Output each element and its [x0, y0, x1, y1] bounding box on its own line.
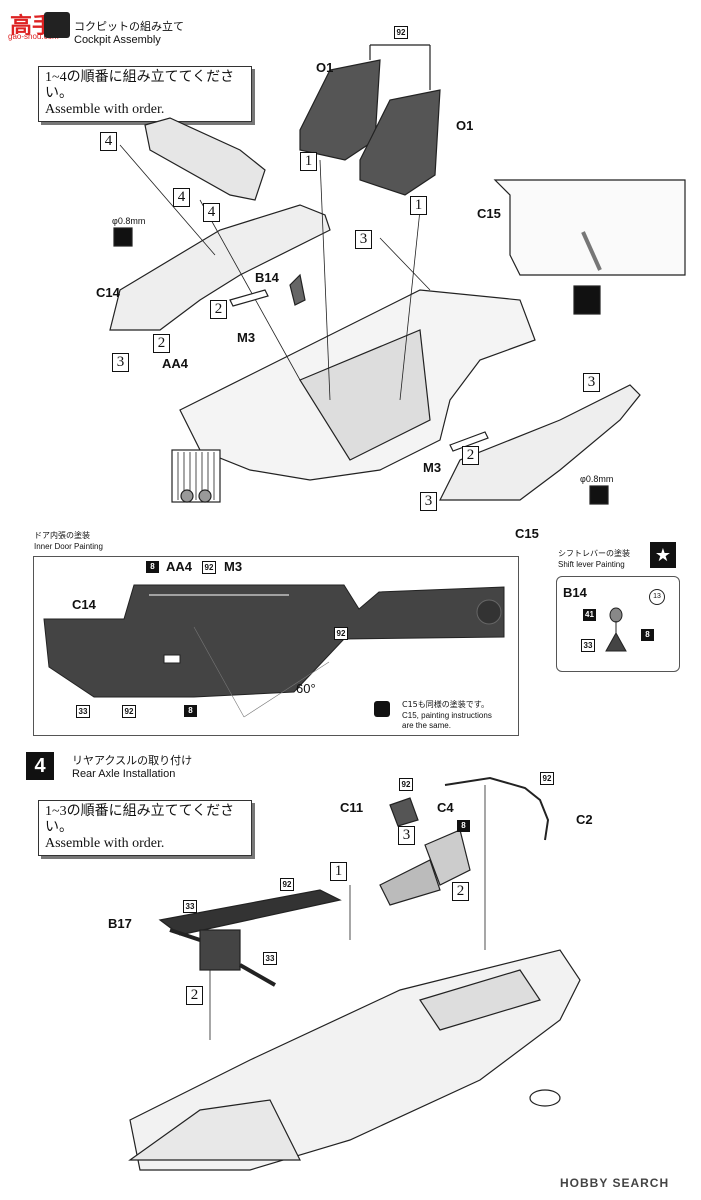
color-33: 33: [76, 705, 90, 718]
step-box: 4: [173, 188, 190, 207]
step-box: 3: [420, 492, 437, 511]
inner-door-diagram: [43, 584, 505, 718]
step-box: 4: [203, 203, 220, 222]
note-jp: 1~3の順番に組み立ててください。: [45, 804, 235, 835]
shift-b14: B14: [563, 585, 587, 600]
color-8: 8: [641, 629, 654, 641]
rear-axle-order-note: 1~3の順番に組み立ててください。 Assemble with order.: [38, 800, 252, 856]
step-box: 2: [186, 986, 203, 1005]
logo-url: gao-shou.com: [8, 32, 59, 41]
step-box: 2: [452, 882, 469, 901]
step-box: 2: [462, 446, 479, 465]
label-c14: C14: [96, 285, 120, 300]
color-8: 8: [457, 820, 470, 832]
cockpit-order-note: 1~4の順番に組み立ててください。 Assemble with order.: [38, 66, 252, 122]
note-en: Assemble with order.: [45, 836, 165, 851]
inner-door-aa4: AA4: [166, 559, 193, 574]
step-box: 4: [100, 132, 117, 151]
color-92: 92: [280, 878, 294, 891]
note-en: Assemble with order.: [45, 102, 165, 117]
step-4-badge: 4: [26, 752, 54, 780]
rear-axle-diagram: [128, 776, 581, 1171]
shift-title-jp: シフトレバーの塗装: [558, 549, 630, 558]
inner-door-c14: C14: [72, 597, 96, 612]
color-33: 33: [263, 952, 277, 965]
color-33: 33: [581, 639, 595, 652]
note-jp: 1~4の順番に組み立ててください。: [45, 70, 235, 101]
label-o1-left: O1: [316, 60, 334, 75]
label-c15-inset: C15: [477, 206, 501, 221]
label-o1-right: O1: [456, 118, 474, 133]
label-c11: C11: [340, 800, 364, 815]
label-c4: C4: [437, 800, 454, 815]
step-box: 1: [410, 196, 427, 215]
label-m3-right: M3: [423, 460, 442, 475]
cockpit-title-jp: コクピットの組み立て: [74, 20, 184, 33]
brush-icon: [374, 701, 390, 717]
inner-door-m3: M3: [224, 559, 243, 574]
label-b14: B14: [255, 270, 279, 285]
color-92-top: 92: [394, 26, 408, 39]
label-phi-left: φ0.8mm: [112, 216, 146, 226]
step-badge: [44, 12, 70, 38]
label-c2: C2: [576, 812, 593, 827]
color-92: 92: [334, 627, 348, 640]
inner-door-title-en: Inner Door Painting: [34, 542, 103, 551]
color-92: 92: [399, 778, 413, 791]
color-8: 8: [146, 561, 159, 573]
step-box: 3: [355, 230, 372, 249]
color-8: 8: [184, 705, 197, 717]
step-box: 1: [330, 862, 347, 881]
step-box: 2: [210, 300, 227, 319]
label-phi-right: φ0.8mm: [580, 474, 614, 484]
color-13: 13: [649, 589, 665, 605]
color-92: 92: [540, 772, 554, 785]
inner-door-title-jp: ドア内張の塗装: [34, 531, 90, 540]
cockpit-diagram: [109, 44, 686, 505]
step-box: 2: [153, 334, 170, 353]
inner-door-note-en2: are the same.: [402, 721, 451, 730]
inner-door-note-jp: C15も同様の塗装です。: [402, 700, 489, 709]
label-b17: B17: [108, 916, 132, 931]
cockpit-title-en: Cockpit Assembly: [74, 34, 161, 46]
color-92: 92: [202, 561, 216, 574]
shift-lever-diagram: [605, 607, 627, 652]
shift-title-en: Shift lever Painting: [558, 560, 625, 569]
rear-axle-title-en: Rear Axle Installation: [72, 768, 176, 780]
label-c15-bottom: C15: [515, 526, 539, 541]
color-92: 92: [122, 705, 136, 718]
seat-right: [359, 89, 441, 196]
label-aa4: AA4: [162, 356, 189, 371]
footer-brand: HOBBY SEARCH: [560, 1176, 670, 1190]
color-33: 33: [183, 900, 197, 913]
inner-door-note-en1: C15, painting instructions: [402, 711, 492, 720]
step-box: 1: [300, 152, 317, 171]
shift-panel: B14 13 41 8 33: [556, 576, 680, 672]
color-41: 41: [583, 609, 596, 621]
inner-door-panel: C14 8 AA4 92 M3 92 92 33 8 60° C15も同様の塗装…: [33, 556, 519, 736]
angle-label: 60°: [296, 681, 316, 696]
step-box: 3: [398, 826, 415, 845]
rear-axle-title-jp: リヤアクスルの取り付け: [72, 754, 193, 767]
label-m3: M3: [237, 330, 256, 345]
star-icon: ★: [650, 542, 676, 568]
step-box: 3: [112, 353, 129, 372]
step-box: 3: [583, 373, 600, 392]
